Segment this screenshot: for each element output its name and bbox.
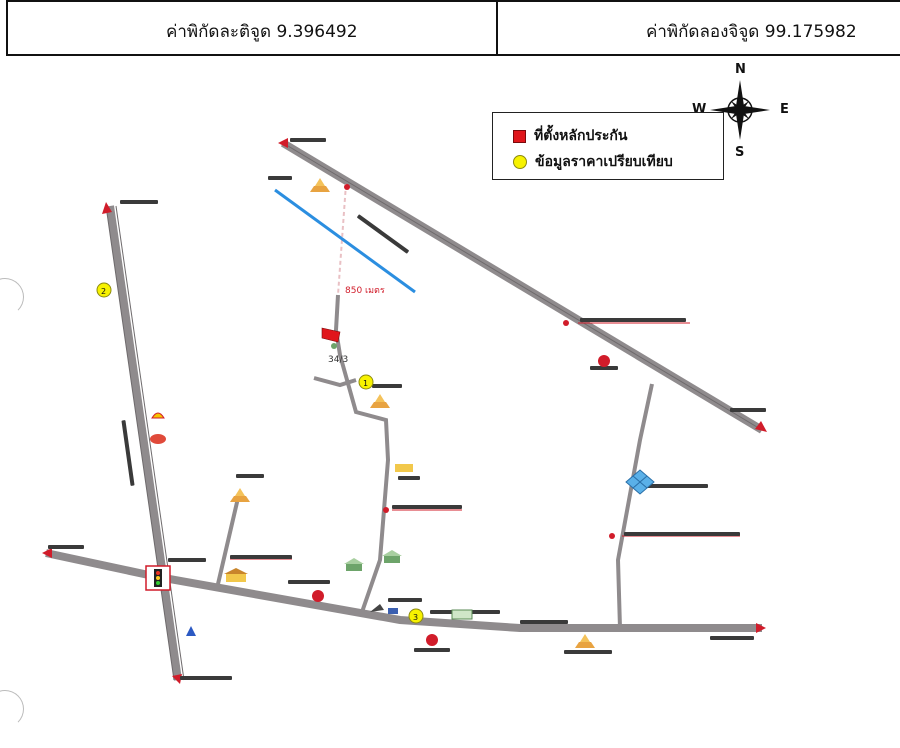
road-end-arrow	[278, 138, 288, 148]
collateral-location-marker: 34/3	[321, 327, 348, 365]
police-icon	[370, 604, 384, 612]
road-end-arrow	[102, 202, 112, 214]
canal-line	[274, 188, 416, 294]
longitude-label: ค่าพิกัดลองจิจูด 99.175982	[646, 22, 857, 42]
shell-icon	[151, 412, 165, 419]
compass-south-label: S	[735, 145, 745, 160]
comparison-point-1	[358, 374, 374, 390]
market-icon	[395, 464, 413, 472]
temple-icon	[230, 488, 250, 502]
house-icon	[382, 550, 402, 563]
legend-collateral-label: ที่ตั้งหลักประกัน	[534, 128, 628, 144]
comparison-point-2-label: 2	[101, 287, 106, 296]
temple-icons	[224, 178, 595, 648]
punch-hole-mark	[0, 278, 24, 316]
header-divider	[496, 0, 498, 56]
landmark-red-icons	[150, 355, 610, 646]
comparison-point-3-label: 3	[413, 613, 418, 622]
legend-collateral: ที่ตั้งหลักประกัน	[513, 125, 627, 147]
school-icon	[224, 568, 248, 582]
highway-vertical	[102, 202, 185, 684]
secondary-road-left	[216, 497, 240, 585]
temple-icon	[370, 394, 390, 408]
temple-icon	[310, 178, 330, 192]
house-icon	[344, 558, 364, 571]
header-left-border	[6, 0, 8, 56]
housing-estate-icon	[625, 469, 655, 495]
landmark-icon	[312, 590, 324, 602]
map-legend: ที่ตั้งหลักประกัน ข้อมูลราคาเปรียบเทียบ	[492, 112, 724, 180]
comparison-swatch-icon	[513, 155, 527, 169]
compass-east-label: E	[780, 102, 789, 117]
highway-horizontal	[42, 548, 766, 633]
comparison-point-3	[408, 608, 424, 624]
secondary-road-right	[615, 383, 654, 629]
location-map: 34/3 2 1 3 850 เมตร	[42, 80, 770, 684]
legend-comparison: ข้อมูลราคาเปรียบเทียบ	[513, 151, 673, 173]
building-icons	[344, 469, 655, 620]
comparison-points: 2 1 3	[96, 282, 424, 624]
temple-icon	[575, 634, 595, 648]
road-end-arrow	[755, 421, 767, 432]
compass-north-label: N	[735, 62, 746, 77]
comparison-point-2	[96, 282, 112, 298]
punch-hole-mark	[0, 690, 24, 728]
bus-icon	[388, 608, 398, 614]
latitude-label: ค่าพิกัดละติจูด 9.396492	[166, 22, 358, 42]
traffic-light-icon	[145, 565, 171, 591]
house-number-label: 34/3	[328, 355, 348, 365]
road-end-arrow	[172, 674, 182, 684]
ptt-icon	[186, 626, 196, 636]
coordinate-bar: ค่าพิกัดละติจูด 9.396492 ค่าพิกัดลองจิจู…	[0, 0, 900, 56]
landmark-icon	[598, 355, 610, 367]
distance-label: 850 เมตร	[345, 286, 385, 296]
landmark-icon	[426, 634, 438, 646]
government-building-icon	[451, 609, 473, 620]
secondary-road-center	[313, 183, 391, 613]
header-bottom-border	[6, 54, 900, 56]
compass-rose	[710, 80, 770, 140]
legend-comparison-label: ข้อมูลราคาเปรียบเทียบ	[535, 154, 673, 170]
road-end-arrow	[756, 623, 766, 633]
highway-diagonal	[278, 138, 767, 434]
toyota-icon	[150, 434, 166, 444]
minor-map-labels	[48, 138, 766, 680]
comparison-point-1-label: 1	[363, 379, 368, 388]
road-end-arrow	[42, 548, 52, 558]
header-top-border	[6, 0, 900, 2]
collateral-swatch-icon	[513, 129, 526, 143]
